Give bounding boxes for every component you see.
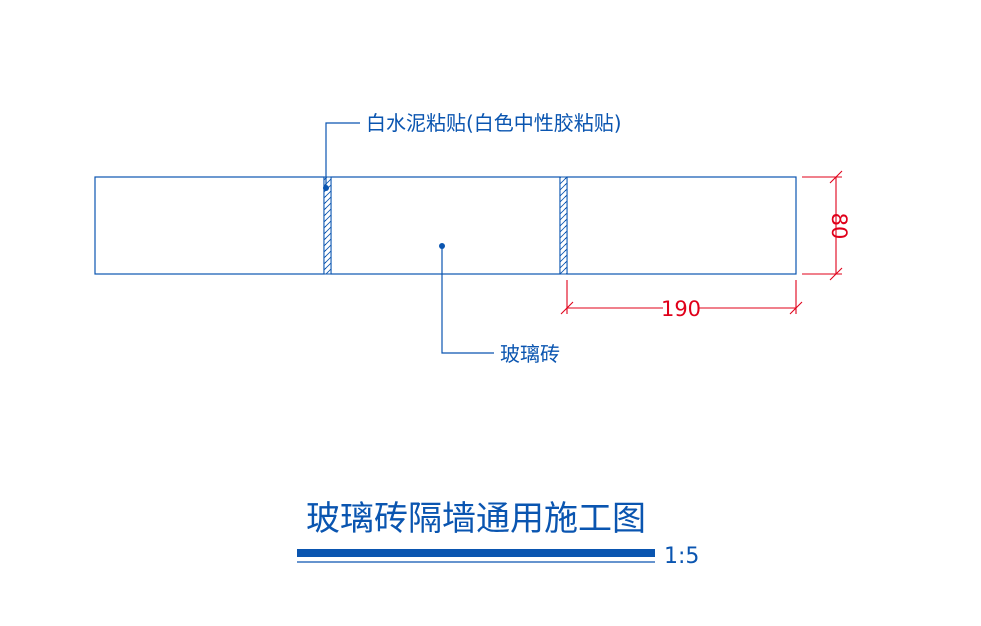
mortar-label: 白水泥粘贴(白色中性胶粘贴) [366, 111, 622, 135]
brick-label: 玻璃砖 [500, 342, 560, 366]
mortar-joint-right [559, 176, 568, 275]
height-dimension [802, 170, 843, 281]
drawing-title: 玻璃砖隔墙通用施工图 [306, 499, 646, 539]
brick-leader [439, 243, 494, 354]
drawing-scale: 1:5 [664, 544, 699, 569]
mortar-joint-left [323, 176, 332, 275]
width-dimension [560, 280, 803, 315]
glass-brick-middle [330, 176, 561, 275]
title-underline-thick [297, 549, 655, 557]
glass-brick-left [94, 176, 325, 275]
mortar-leader [323, 122, 360, 191]
width-dimension-value: 190 [661, 297, 701, 321]
glass-brick-right [566, 176, 797, 275]
height-dimension-value: 80 [827, 213, 851, 240]
